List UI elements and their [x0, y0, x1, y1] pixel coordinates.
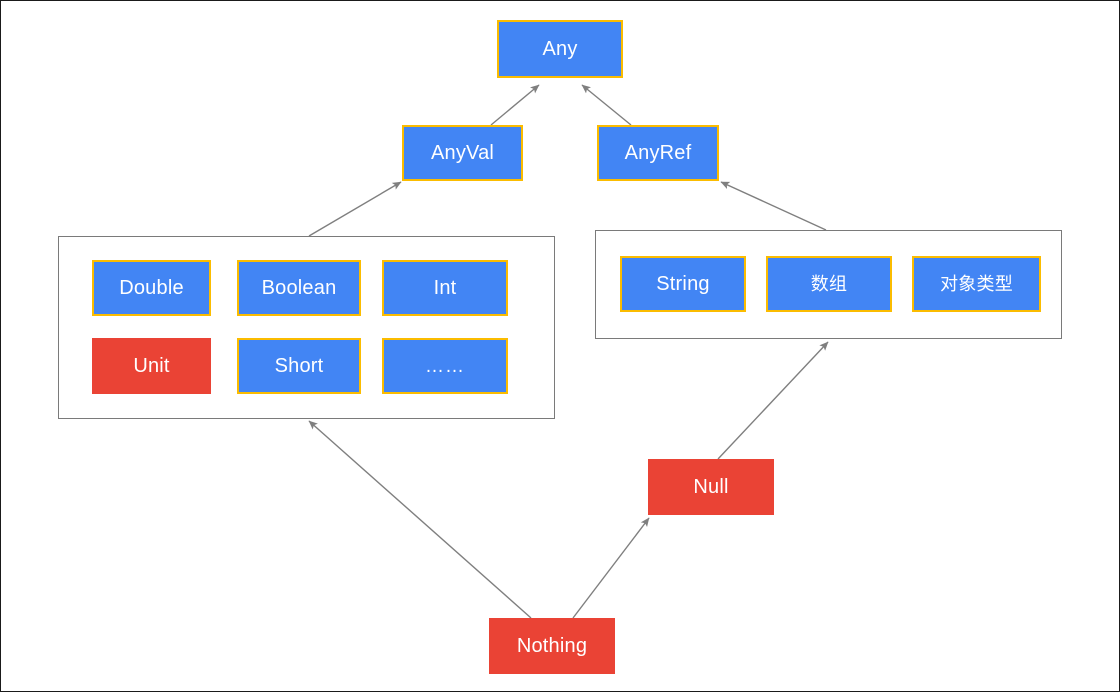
edge-null-to-anyref-group [717, 341, 829, 460]
node-anyref[interactable]: AnyRef [597, 125, 719, 181]
node-unit[interactable]: Unit [92, 338, 211, 394]
edge-anyref-to-any [581, 84, 632, 126]
node-nothing[interactable]: Nothing [489, 618, 615, 674]
edge-nothing-to-null [572, 517, 650, 619]
node-label-anyval: AnyVal [430, 142, 495, 164]
node-label-string: String [656, 273, 710, 295]
node-double[interactable]: Double [92, 260, 211, 316]
edge-anyval-to-any [490, 84, 540, 126]
node-label-any: Any [542, 38, 578, 60]
node-anyval[interactable]: AnyVal [402, 125, 523, 181]
node-object-type[interactable]: 对象类型 [912, 256, 1041, 312]
edge-anyref-group-to-anyref [720, 181, 827, 231]
node-label-boolean: Boolean [261, 277, 337, 299]
node-array[interactable]: 数组 [766, 256, 892, 312]
node-any[interactable]: Any [497, 20, 623, 78]
node-label-array: 数组 [810, 274, 848, 294]
node-label-ellipsis: …… [425, 355, 465, 377]
node-int[interactable]: Int [382, 260, 508, 316]
node-ellipsis[interactable]: …… [382, 338, 508, 394]
group-box-anyval [58, 236, 555, 419]
node-label-unit: Unit [133, 355, 170, 377]
edge-anyval-group-to-anyval [308, 181, 402, 237]
edge-nothing-to-anyval-group [308, 420, 532, 619]
node-short[interactable]: Short [237, 338, 361, 394]
group-box-anyref [595, 230, 1062, 339]
node-boolean[interactable]: Boolean [237, 260, 361, 316]
node-label-nothing: Nothing [516, 635, 588, 657]
node-null[interactable]: Null [648, 459, 774, 515]
node-string[interactable]: String [620, 256, 746, 312]
node-label-object-type: 对象类型 [940, 274, 1013, 294]
node-label-int: Int [433, 277, 457, 299]
node-label-double: Double [119, 277, 184, 299]
node-label-short: Short [274, 355, 324, 377]
node-label-null: Null [693, 476, 729, 498]
node-label-anyref: AnyRef [624, 142, 692, 164]
